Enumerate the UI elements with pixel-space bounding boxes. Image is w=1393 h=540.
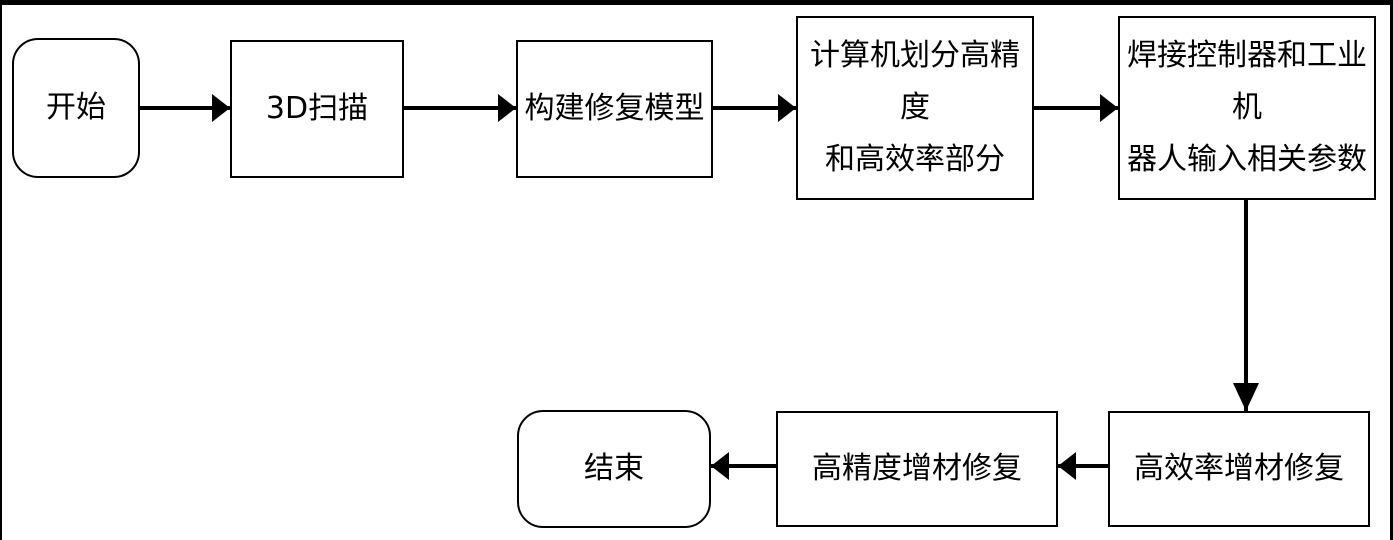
arrowhead-scan-to-model [498,94,516,122]
frame-border-top [0,0,1393,5]
scan-label: 3D扫描 [265,91,369,126]
end-node: 结束 [517,410,711,528]
start-node: 开始 [12,38,140,178]
divide-label-line-1: 计算机划分高精度 [810,38,1020,125]
high-efficiency-repair-node: 高效率增材修复 [1108,411,1370,527]
divide-label-line-2: 和高效率部分 [825,142,1005,177]
high-efficiency-repair-label: 高效率增材修复 [1134,451,1344,486]
params-label-line-2: 器人输入相关参数 [1127,142,1367,177]
scan-node: 3D扫描 [230,40,404,178]
end-label: 结束 [584,451,644,486]
arrowhead-prec-to-end [711,452,729,480]
model-label: 构建修复模型 [524,91,705,126]
high-precision-repair-node: 高精度增材修复 [776,411,1058,527]
high-precision-repair-label: 高精度增材修复 [812,451,1022,486]
params-label-line-1: 焊接控制器和工业机 [1127,38,1367,125]
arrowhead-divide-to-params [1100,94,1118,122]
params-node: 焊接控制器和工业机 器人输入相关参数 [1118,16,1376,200]
model-node: 构建修复模型 [516,40,713,178]
start-label: 开始 [46,90,106,125]
arrowhead-params-to-eff [1233,383,1259,411]
frame-border-left [0,0,2,540]
frame-border-right [1390,0,1393,540]
arrowhead-eff-to-prec [1058,452,1076,480]
arrowhead-start-to-scan [212,94,230,122]
divide-node: 计算机划分高精度 和高效率部分 [796,16,1034,200]
arrowhead-model-to-divide [778,94,796,122]
